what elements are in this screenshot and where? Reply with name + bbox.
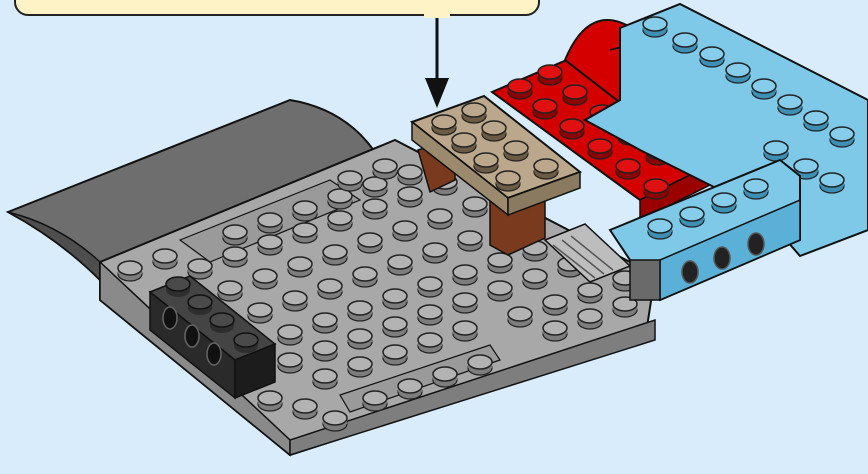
tan-table-piece <box>409 94 583 256</box>
blue-bricks <box>582 2 868 302</box>
black-technic-brick <box>148 275 277 400</box>
arrow-down-icon <box>424 14 450 108</box>
